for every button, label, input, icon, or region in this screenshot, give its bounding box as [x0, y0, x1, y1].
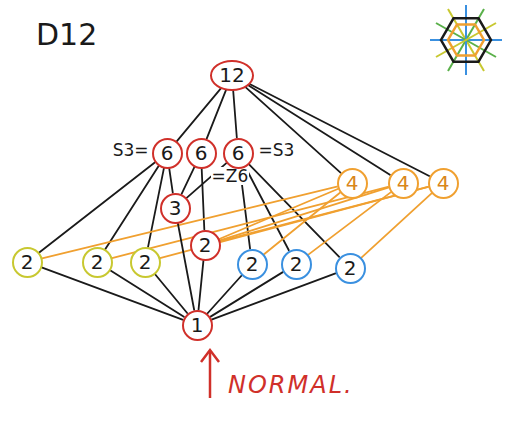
order-number: 2 — [344, 257, 357, 279]
inclusion-line — [361, 193, 431, 257]
order-number: 2 — [139, 251, 152, 273]
group-name: =Z6 — [211, 167, 250, 186]
group-name: S3= — [112, 141, 150, 160]
subgroup-node: 3 — [160, 193, 191, 224]
order-number: 12 — [219, 64, 244, 86]
trivial-group-node: 1 — [182, 310, 213, 341]
order-number: 2 — [91, 251, 104, 273]
inner-hexagon — [448, 24, 484, 55]
subgroup-node: 2 — [190, 230, 221, 261]
subgroup-node: 4 — [337, 168, 368, 199]
subgroup-node: 2 — [237, 249, 268, 280]
order-number: 4 — [437, 172, 450, 194]
inclusion-line — [39, 163, 155, 253]
inclusion-line — [169, 168, 173, 192]
order-number: 4 — [346, 172, 359, 194]
symmetry-axis — [436, 23, 496, 57]
order-number: 6 — [232, 142, 245, 164]
order-number: 2 — [21, 251, 34, 273]
order-number: 4 — [397, 172, 410, 194]
inclusion-line — [199, 260, 204, 309]
subgroup-node: 6S3= — [152, 138, 183, 169]
subgroup-node: 6=Z6 — [186, 138, 217, 169]
diagram-title: D12 — [36, 18, 97, 51]
order-number: 2 — [199, 234, 212, 256]
whole-group-node: 12 — [210, 60, 253, 91]
arrow-shaft — [209, 352, 212, 398]
symmetry-axis — [436, 23, 496, 57]
inclusion-line — [245, 87, 340, 172]
inclusion-line — [160, 187, 428, 258]
inclusion-line — [245, 167, 289, 251]
subgroup-node: 2 — [12, 247, 43, 278]
inclusion-line — [308, 192, 390, 254]
order-number: 3 — [169, 197, 182, 219]
order-number: 2 — [290, 253, 303, 275]
subgroup-node: 2 — [82, 247, 113, 278]
inclusion-line — [212, 273, 336, 319]
subgroup-node: 4 — [428, 168, 459, 199]
inclusion-line — [155, 274, 187, 313]
subgroup-node: 6=S3 — [223, 138, 254, 169]
inclusion-line — [182, 167, 195, 194]
order-number: 1 — [191, 314, 204, 336]
hexagon — [441, 18, 491, 61]
inclusion-line — [177, 88, 221, 141]
order-number: 6 — [195, 142, 208, 164]
inclusion-line — [207, 90, 226, 139]
subgroup-node: 2 — [335, 253, 366, 284]
arrow-head — [201, 350, 219, 362]
subgroup-node: 4 — [388, 168, 419, 199]
inclusion-line — [42, 267, 183, 319]
order-number: 6 — [161, 142, 174, 164]
inclusion-line — [233, 90, 237, 137]
inclusion-line — [248, 85, 390, 174]
inclusion-line — [250, 84, 430, 176]
hexagon-symmetry-sketch — [430, 5, 502, 75]
note-label: NORMAL. — [228, 372, 354, 398]
order-number: 2 — [246, 253, 259, 275]
subgroup-node: 2 — [130, 247, 161, 278]
inclusion-line — [219, 189, 337, 239]
normal-arrow — [201, 350, 219, 398]
group-name: =S3 — [258, 141, 296, 160]
subgroup-node: 2 — [281, 249, 312, 280]
